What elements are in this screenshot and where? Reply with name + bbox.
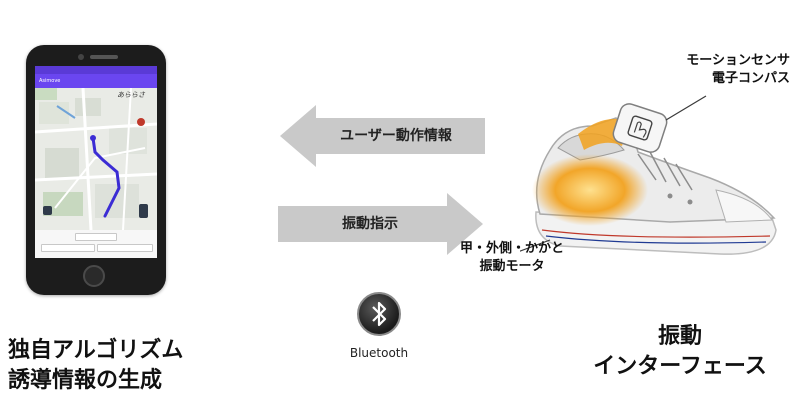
arrow-right <box>278 193 483 255</box>
arrow-label-vibration-command: 振動指示 <box>342 216 398 232</box>
smartphone: Asimove あららさ <box>26 45 166 295</box>
caption-algorithm: 独自アルゴリズム 誘導情報の生成 <box>8 336 208 396</box>
caption-interface: 振動 インターフェース <box>580 322 780 382</box>
destination-select[interactable] <box>75 233 117 241</box>
map-zoom-button[interactable] <box>139 204 148 218</box>
caption-algorithm-line1: 独自アルゴリズム <box>8 338 184 363</box>
touch-hand-icon <box>627 115 653 141</box>
arrow-left <box>280 105 485 167</box>
caption-interface-line2: インターフェース <box>593 354 767 379</box>
bluetooth-icon <box>357 292 401 336</box>
latitude-field[interactable] <box>41 244 95 252</box>
sensor-callout-line <box>665 95 707 121</box>
caption-algorithm-line2: 誘導情報の生成 <box>8 368 163 393</box>
sensor-callout-line1: モーションセンサ <box>686 53 790 68</box>
app-title: Asimove <box>39 78 61 84</box>
route-path <box>91 136 121 218</box>
navigation-map[interactable] <box>35 88 157 230</box>
current-location-icon <box>137 118 145 126</box>
home-button[interactable] <box>83 265 105 287</box>
phone-speaker <box>90 55 118 59</box>
phone-camera <box>78 54 84 60</box>
arrow-label-user-motion: ユーザー動作情報 <box>340 128 452 144</box>
smart-shoe <box>520 95 777 255</box>
map-control-button[interactable] <box>43 206 52 215</box>
sensor-callout-line2: 電子コンパス <box>711 71 790 86</box>
phone-status-bar <box>35 66 157 74</box>
longitude-field[interactable] <box>97 244 153 252</box>
caption-interface-line1: 振動 <box>657 324 702 349</box>
motor-callout: 甲・外側・かかと 振動モータ <box>432 240 592 276</box>
arrow-right-shape <box>278 193 483 255</box>
bluetooth-label: Bluetooth <box>349 346 409 360</box>
app-title-bar: Asimove <box>35 74 157 88</box>
arrow-left-shape <box>280 105 485 167</box>
motor-callout-line <box>520 239 551 252</box>
app-control-panel <box>35 230 157 258</box>
vibration-glow <box>532 154 648 226</box>
phone-screen: Asimove あららさ <box>35 66 157 258</box>
motor-callout-line1: 甲・外側・かかと <box>459 241 564 256</box>
map-overlay-label: あららさ <box>117 91 145 99</box>
sensor-callout: モーションセンサ 電子コンパス <box>640 52 790 88</box>
motor-callout-line2: 振動モータ <box>479 259 545 274</box>
start-marker-icon <box>90 135 96 141</box>
